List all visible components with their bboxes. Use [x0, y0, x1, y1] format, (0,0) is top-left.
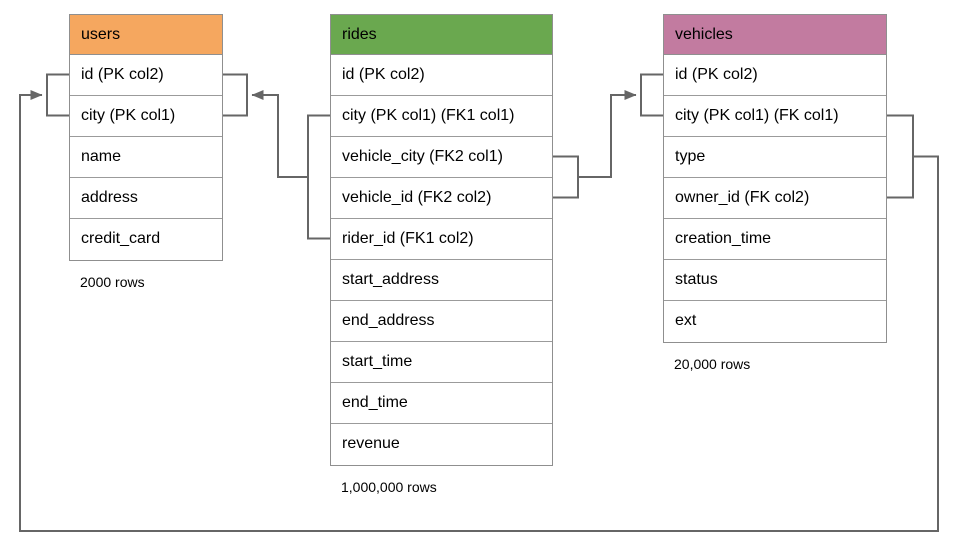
- table-row: start_time: [331, 342, 552, 383]
- table-vehicles-box: vehicles id (PK col2)city (PK col1) (FK …: [663, 14, 887, 343]
- table-row: name: [70, 137, 222, 178]
- table-rides-rowcount: 1,000,000 rows: [341, 479, 437, 495]
- table-row: city (PK col1) (FK1 col1): [331, 96, 552, 137]
- table-users-title: users: [70, 15, 222, 55]
- table-row: id (PK col2): [331, 55, 552, 96]
- table-row: ext: [675, 312, 697, 329]
- connector-rides-fk1-to-users: [251, 90, 308, 178]
- connector-rides-fk2-to-vehicles: [578, 90, 637, 178]
- bracket-vehicles-pk-left: [640, 73, 663, 117]
- bracket-rides-fk1: [307, 114, 330, 240]
- table-row: revenue: [342, 435, 400, 452]
- bracket-rides-fk2: [553, 155, 579, 199]
- table-rides: rides id (PK col2)city (PK col1) (FK1 co…: [330, 14, 553, 495]
- table-row: status: [664, 260, 886, 301]
- table-vehicles: vehicles id (PK col2)city (PK col1) (FK …: [663, 14, 887, 372]
- table-row: creation_time: [664, 219, 886, 260]
- table-vehicles-columns: id (PK col2)city (PK col1) (FK col1)type…: [664, 55, 886, 342]
- table-row: vehicle_id (FK2 col2): [331, 178, 552, 219]
- table-row: end_address: [331, 301, 552, 342]
- table-row: address: [70, 178, 222, 219]
- table-rides-box: rides id (PK col2)city (PK col1) (FK1 co…: [330, 14, 553, 466]
- bracket-users-pk-left: [46, 73, 69, 117]
- table-vehicles-title: vehicles: [664, 15, 886, 55]
- table-row: id (PK col2): [70, 55, 222, 96]
- table-row: owner_id (FK col2): [664, 178, 886, 219]
- table-row: rider_id (FK1 col2): [331, 219, 552, 260]
- table-row: city (PK col1) (FK col1): [664, 96, 886, 137]
- table-row: type: [664, 137, 886, 178]
- table-row: id (PK col2): [664, 55, 886, 96]
- table-rides-columns: id (PK col2)city (PK col1) (FK1 col1)veh…: [331, 55, 552, 465]
- table-row: start_address: [331, 260, 552, 301]
- bracket-vehicles-fk: [887, 114, 914, 199]
- bracket-users-pk-right: [223, 73, 248, 117]
- table-rides-title: rides: [331, 15, 552, 55]
- table-vehicles-rowcount: 20,000 rows: [674, 356, 751, 372]
- table-users-rowcount: 2000 rows: [80, 274, 145, 290]
- table-row: end_time: [331, 383, 552, 424]
- table-row: vehicle_city (FK2 col1): [331, 137, 552, 178]
- table-row: city (PK col1): [70, 96, 222, 137]
- table-row: credit_card: [81, 230, 161, 247]
